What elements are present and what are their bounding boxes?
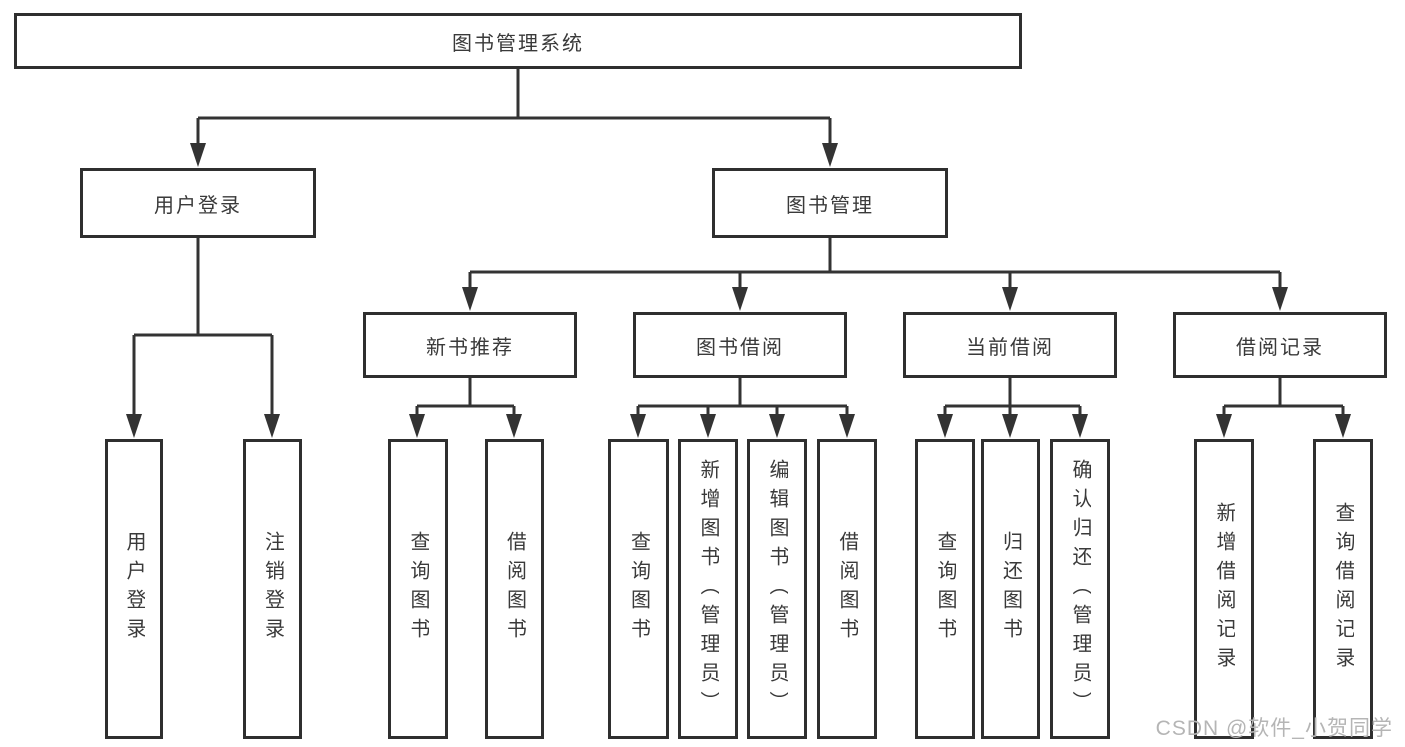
node-label: 借阅图书 [836,531,858,647]
leaf-borrow-books: 借阅图书 [817,439,877,739]
node-label: 当前借阅 [966,336,1054,359]
node-label: 新书推荐 [426,336,514,359]
leaf-borrow-books: 借阅图书 [485,439,544,739]
node-current-borrowing: 当前借阅 [903,312,1117,378]
node-label: 查询图书 [934,531,956,647]
node-label: 图书借阅 [696,336,784,359]
node-label: 查询图书 [407,531,429,647]
node-label: 用户登录 [123,531,145,647]
leaf-query-books: 查询图书 [608,439,669,739]
leaf-return-books: 归还图书 [981,439,1040,739]
node-label: 编辑图书（管理员） [766,458,788,720]
node-label: 查询图书 [627,531,650,647]
node-label: 新增借阅记录 [1213,502,1235,676]
node-book-borrowing: 图书借阅 [633,312,847,378]
leaf-logout: 注销登录 [243,439,302,739]
leaf-user-login: 用户登录 [105,439,163,739]
node-library-management-system: 图书管理系统 [14,13,1022,69]
node-label: 查询借阅记录 [1332,502,1354,676]
leaf-query-books: 查询图书 [915,439,975,739]
leaf-add-books-admin: 新增图书（管理员） [678,439,738,739]
node-label: 新增图书（管理员） [697,458,719,720]
node-label: 确认归还（管理员） [1069,458,1091,720]
node-book-management: 图书管理 [712,168,948,238]
leaf-add-borrowing-record: 新增借阅记录 [1194,439,1254,739]
node-label: 图书管理 [786,194,874,217]
node-borrowing-records: 借阅记录 [1173,312,1387,378]
csdn-watermark: CSDN @软件_小贺同学 [1155,717,1393,740]
node-label: 用户登录 [154,194,242,217]
node-label: 归还图书 [999,531,1022,647]
node-label: 图书管理系统 [452,32,584,55]
node-label: 注销登录 [261,531,284,647]
leaf-query-borrowing-record: 查询借阅记录 [1313,439,1373,739]
node-user-login: 用户登录 [80,168,316,238]
leaf-confirm-return-admin: 确认归还（管理员） [1050,439,1110,739]
node-new-book-recommendation: 新书推荐 [363,312,577,378]
leaf-edit-books-admin: 编辑图书（管理员） [747,439,807,739]
arrowhead-icons [126,143,1351,438]
leaf-query-books: 查询图书 [388,439,448,739]
node-label: 借阅图书 [503,531,526,647]
node-label: 借阅记录 [1236,336,1324,359]
